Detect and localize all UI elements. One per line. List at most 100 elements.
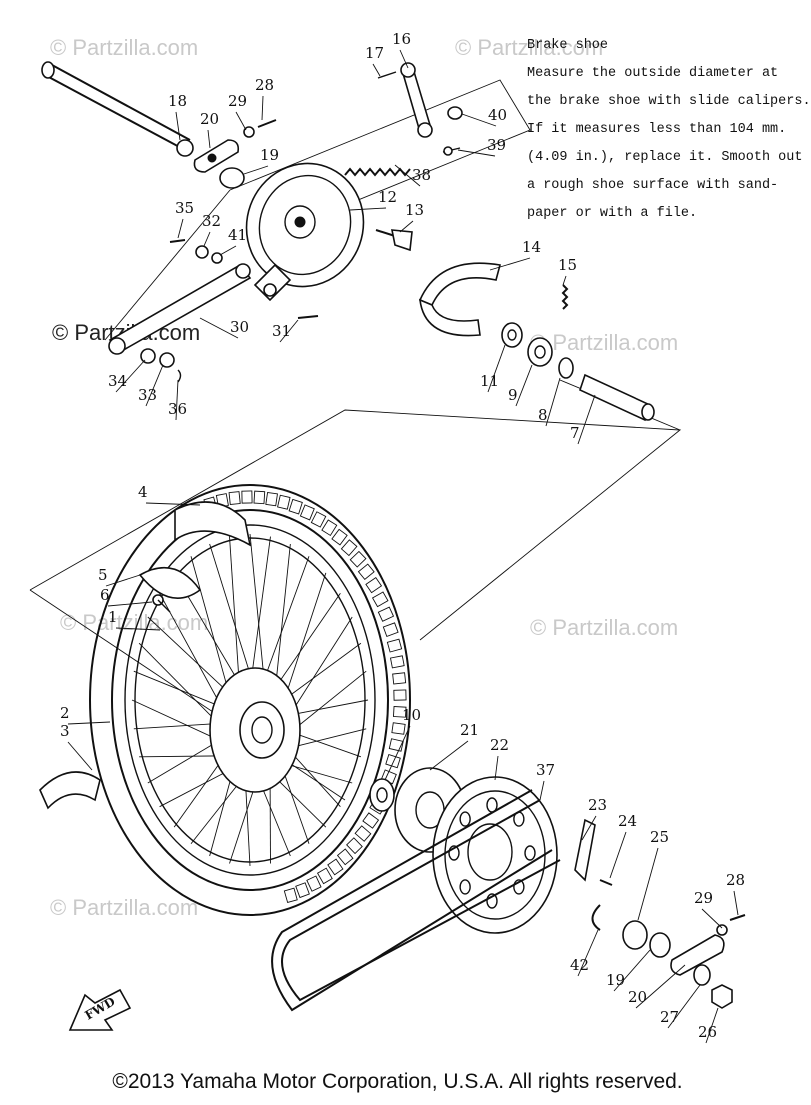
drive-chain [271,789,561,1012]
tread-block [346,837,363,855]
callout-leader [145,502,201,506]
tread-block [327,858,344,876]
callout-leader [203,231,211,247]
tread-block [316,867,333,885]
lock-parts-lower [574,818,746,1009]
note-line: paper or with a file. [527,206,698,221]
spoke [249,533,266,693]
sprocket-hole [448,845,460,861]
tread-block [389,655,405,669]
callout-leader [429,740,469,771]
callout-number: 29 [228,92,247,110]
callout-leader [701,908,723,929]
callout-number: 39 [487,136,506,154]
tread-block [310,511,327,528]
callout-number: 27 [660,1008,679,1026]
callout-leader [399,49,409,69]
spacer-7 [579,373,655,422]
callout-leader [494,755,499,781]
tread-block [349,550,367,568]
callout-leader [243,165,269,175]
callout-number: 2 [60,704,70,722]
bearing-10 [369,778,395,812]
callout-number: 38 [412,166,431,184]
callout-leader [399,220,414,233]
callout-leader [207,129,211,149]
callout-leader [219,245,237,256]
callout-number: 19 [260,146,279,164]
callout-number: 32 [202,212,221,230]
callout-leader [261,95,264,121]
tread-block [382,622,399,637]
spoke [147,616,237,700]
tread-block [393,689,407,701]
callout-leader [577,929,599,977]
tread-block [288,498,303,515]
bearings-upper [501,322,574,379]
callout-number: 6 [100,586,110,604]
callout-leader [394,164,421,187]
callout-number: 36 [168,400,187,418]
callout-leader [461,113,497,127]
tread-block [377,606,395,622]
spoke [159,593,228,717]
spoke [269,593,341,696]
small-parts-upper [140,239,319,383]
spoke [133,670,230,711]
sprocket-37 [432,776,558,934]
callout-number: 13 [405,201,424,219]
callout-leader [487,344,506,393]
callout-leader [545,377,561,427]
rear-wheel [89,484,411,916]
callout-leader [115,627,161,631]
watermark: © Partzilla.com [455,35,603,60]
watermarks: © Partzilla.com © Partzilla.com © Partzi… [50,35,678,920]
sprocket-hole [459,811,471,827]
callout-leader [145,364,164,407]
tread-block [228,491,241,506]
note-line: a rough shoe surface with sand- [527,178,779,193]
callout-number: 5 [98,566,108,584]
tread-block [253,490,266,505]
tread-block [295,882,310,899]
callout-leader [635,964,686,1009]
chain-adjuster-20-upper [193,139,240,173]
callout-leader [349,207,387,211]
tread-block [357,563,375,581]
callout-number: 21 [460,721,479,739]
tread-block [265,491,278,507]
tread-block [386,638,403,653]
callout-leader [733,890,739,916]
tread-block [392,672,407,685]
callout-leader [67,741,93,771]
callout-number: 31 [272,322,291,340]
tire-section-3 [39,771,101,810]
callout-number: 37 [536,761,555,779]
callout-number: 19 [606,971,625,989]
callout-leader [175,111,181,141]
callout-number: 20 [200,110,219,128]
callout-leader [577,394,596,445]
callout-leader [279,319,299,343]
callout-leader [107,601,153,607]
spoke [249,536,271,691]
callout-leader [175,379,179,421]
callout-leader [609,831,627,879]
tread-block [336,848,354,866]
watermark: © Partzilla.com [530,330,678,355]
copyright-footer: ©2013 Yamaha Motor Corporation, U.S.A. A… [112,1070,683,1093]
callout-number: 28 [726,871,745,889]
callout-number: 23 [588,796,607,814]
brake-panel-12 [245,162,365,302]
callout-number: 12 [378,188,397,206]
watermark: © Partzilla.com [530,615,678,640]
callout-leader [705,1007,719,1044]
watermark: © Partzilla.com [60,610,208,635]
spring-38 [344,167,411,177]
brake-shoe-note: Brake shoe Measure the outside diameter … [527,32,811,228]
tread-block [392,706,407,718]
callout-number: 20 [628,988,647,1006]
spring-15 [561,284,569,310]
